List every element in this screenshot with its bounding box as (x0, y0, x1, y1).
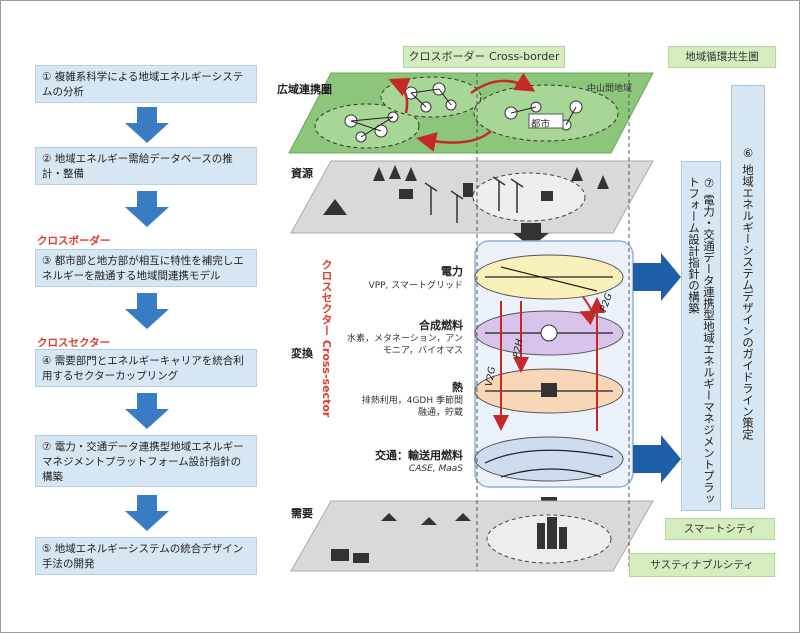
heat-label: 熱 (452, 381, 463, 394)
cross-border-red-label: クロスボーダー (37, 235, 111, 247)
step-4-text: ④ 需要部門とエネルギーキャリアを統合利用するセクターカップリング (42, 355, 244, 382)
factory-icon (541, 383, 557, 397)
transport-desc: CASE, MaaS (408, 464, 463, 474)
cross-sector-red-label: クロスセクター (37, 337, 111, 349)
sustainable-city-text: サスティナブルシティ (650, 559, 754, 571)
down-arrow-3 (125, 293, 169, 329)
step-3: ③ 都市部と地方部が相互に特性を補完しエネルギーを融通する地域間連携モデル (35, 249, 257, 287)
heat-desc: 排熱利用，4GDH 季節間融通，貯蔵 (361, 396, 463, 418)
step-3-text: ③ 都市部と地方部が相互に特性を補完しエネルギーを融通する地域間連携モデル (42, 255, 244, 282)
step-5: ⑤ 地域エネルギーシステムの統合デザイン手法の開発 (35, 537, 257, 575)
resources-down-arrow (513, 223, 549, 247)
step-1: ① 複雑系科学による地域エネルギーシステムの分析 (35, 65, 257, 103)
regional-circulation-box: 地域循環共生圏 (668, 46, 776, 68)
step-7: ⑦ 電力・交通データ連携型地域エネルギーマネジメントプラットフォーム設計指針の構… (35, 435, 257, 487)
transport-label: 交通：輸送用燃料 (375, 449, 463, 462)
exchange-arrow-1 (388, 77, 411, 114)
step-2: ② 地域エネルギー需給データベースの推計・整備 (35, 147, 257, 185)
mountain-area-label: 中山間地域 (587, 84, 633, 94)
region-ellipse-3 (473, 84, 619, 142)
down-arrow-1 (125, 107, 169, 143)
resources-ellipse (472, 172, 586, 222)
wide-area-label: 広域連携圏 (277, 83, 332, 96)
resources-label: 資源 (291, 167, 313, 180)
sustainable-city-box: サスティナブルシティ (629, 553, 775, 577)
guideline-box: ⑥ 地域エネルギーシステムデザインのガイドライン策定 (731, 85, 765, 509)
platform-arrow-1 (633, 253, 681, 301)
exchange-arrow-3 (416, 130, 492, 152)
synthetic-fuel-label: 合成燃料 (419, 319, 463, 332)
city-tag (528, 113, 564, 129)
smart-city-text: スマートシティ (683, 523, 757, 535)
fuel-node (540, 324, 558, 342)
cross-border-banner: クロスボーダー Cross-border (403, 46, 565, 68)
guideline-text: ⑥ 地域エネルギーシステムデザインのガイドライン策定 (741, 146, 755, 440)
cross-border-banner-text: クロスボーダー Cross-border (408, 50, 560, 63)
down-arrow-2 (125, 191, 169, 227)
down-arrow-5 (125, 495, 169, 531)
platform-text: ⑦ 電力・交通データ連携型地域エネルギーマネジメントプラットフォーム設計指針の構… (687, 176, 716, 505)
city-label: 都市 (531, 119, 551, 130)
step-4: ④ 需要部門とエネルギーキャリアを統合利用するセクターカップリング (35, 349, 257, 387)
power-label: 電力 (441, 265, 463, 278)
step-7-text: ⑦ 電力・交通データ連携型地域エネルギーマネジメントプラットフォーム設計指針の構… (42, 441, 244, 483)
smart-city-box: スマートシティ (665, 518, 775, 540)
synthetic-fuel-desc: 水素，メタネーション，アンモニア，バイオマス (346, 334, 463, 356)
platform-box: ⑦ 電力・交通データ連携型地域エネルギーマネジメントプラットフォーム設計指針の構… (681, 161, 721, 511)
cross-sector-vertical-label: クロスセクター Cross-sector (320, 259, 333, 418)
down-arrow-4 (125, 393, 169, 429)
step-2-text: ② 地域エネルギー需給データベースの推計・整備 (42, 153, 233, 180)
step-1-text: ① 複雑系科学による地域エネルギーシステムの分析 (42, 71, 244, 98)
demand-label: 需要 (291, 507, 313, 520)
step-5-text: ⑤ 地域エネルギーシステムの統合デザイン手法の開発 (42, 543, 244, 570)
transport-ellipse (474, 436, 624, 482)
regional-circulation-text: 地域循環共生圏 (685, 51, 759, 63)
power-desc: VPP, スマートグリッド (368, 281, 463, 291)
platform-arrow-2 (633, 435, 681, 483)
conversion-label: 変換 (291, 347, 313, 360)
